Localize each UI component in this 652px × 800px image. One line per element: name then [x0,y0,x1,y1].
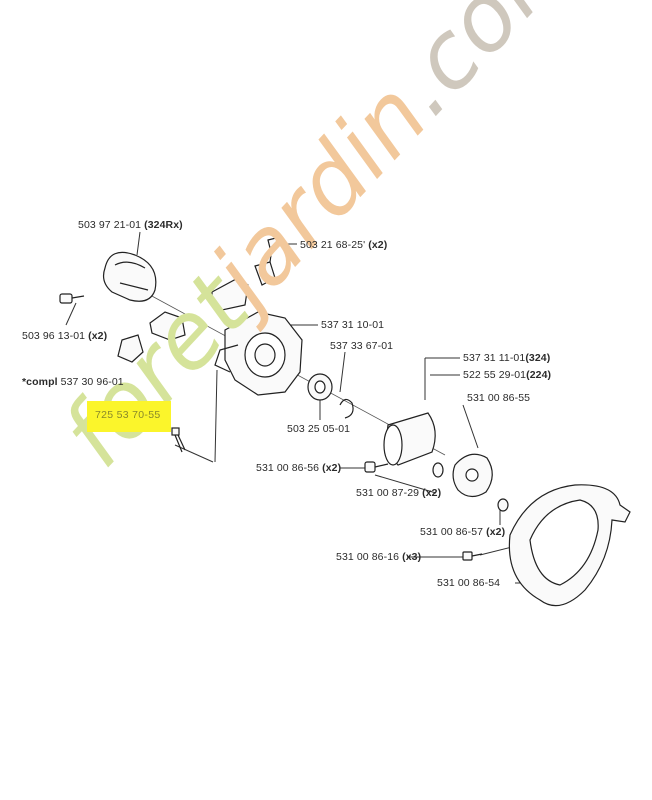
clutch-guard-part [508,484,631,607]
part-qty: (224) [526,369,552,381]
bearing-part [307,373,333,401]
screw-part [462,551,483,561]
part-code: 503 21 68-25' [300,239,366,251]
top-bracket-part [211,261,276,311]
highlighted-part-code: 725 53 70-55 [95,409,161,421]
part-code: 531 00 86-54 [437,577,501,589]
part-label[interactable]: 503 97 21-01 (324Rx) [78,219,183,232]
part-code: 531 00 86-57 [420,526,484,538]
part-qty: (324) [525,352,551,364]
screw-part [59,293,85,304]
part-qty: (x2) [322,462,342,474]
part-code: 531 00 87-29 [356,487,420,499]
part-label[interactable]: 537 31 10-01 [321,319,384,332]
part-label[interactable]: 531 00 87-29 (x2) [356,487,441,500]
part-label[interactable]: 537 33 67-01 [330,340,393,353]
highlighted-part-label[interactable]: 725 53 70-55 [87,401,171,432]
part-label[interactable]: 531 00 86-56 (x2) [256,462,341,475]
part-qty: (324Rx) [144,219,183,231]
leader-line [136,231,141,256]
part-code: 531 00 86-55 [467,392,531,404]
part-label[interactable]: 522 55 29-01(224) [463,369,551,382]
part-label[interactable]: 531 00 86-55 [467,392,530,405]
leader-line [174,444,214,463]
leader-line [462,404,479,449]
part-qty: (x2) [88,330,108,342]
part-qty: (x2) [368,239,388,251]
leader-line [339,351,346,393]
bracket-part [149,311,186,341]
part-qty: (x2) [486,526,506,538]
part-qty: (x3) [402,551,422,563]
clutch-housing-part [214,311,303,396]
long-screw-part [171,427,186,453]
leader-line [214,369,218,463]
part-code: 503 96 13-01 [22,330,86,342]
part-code: 537 31 10-01 [321,319,385,331]
part-label[interactable]: 503 96 13-01 (x2) [22,330,107,343]
fuel-cap-cover-part [102,251,157,302]
part-code: 537 30 96-01 [60,376,124,388]
clutch-shoe-part [452,453,493,498]
part-label[interactable]: 531 00 86-16 (x3) [336,551,421,564]
washer-part [497,498,509,512]
clamp-part [117,334,144,363]
part-label[interactable]: *compl 537 30 96-01 [22,376,124,389]
part-code: 537 33 67-01 [330,340,394,352]
part-label[interactable]: 531 00 86-57 (x2) [420,526,505,539]
part-qty: (x2) [422,487,442,499]
screw-part [267,237,279,263]
part-code: 537 31 11-01 [463,352,526,364]
part-code: 531 00 86-16 [336,551,400,563]
part-label[interactable]: 537 31 11-01(324) [463,352,550,365]
circlip-part [339,398,354,419]
part-code: 503 25 05-01 [287,423,351,435]
part-code: 522 55 29-01 [463,369,527,381]
part-code: 531 00 86-56 [256,462,320,474]
part-code: 503 97 21-01 [78,219,142,231]
part-prefix: *compl [22,376,58,388]
part-label[interactable]: 531 00 86-54 [437,577,500,590]
clutch-drum-part [383,412,436,466]
leader-line [374,474,437,494]
washer-part [432,462,444,478]
leader-line [65,302,77,326]
screw-part [364,461,389,473]
part-label[interactable]: 503 25 05-01 [287,423,350,436]
part-label[interactable]: 503 21 68-25' (x2) [300,239,387,252]
